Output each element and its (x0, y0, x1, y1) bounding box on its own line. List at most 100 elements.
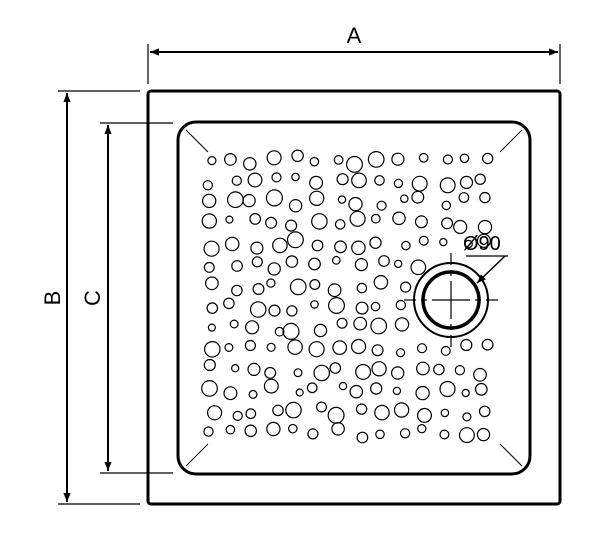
texture-bubble (370, 213, 381, 224)
texture-bubble (244, 339, 256, 352)
texture-bubble (272, 237, 288, 254)
texture-bubble (439, 177, 456, 194)
texture-bubble (267, 262, 281, 276)
texture-bubble (459, 153, 470, 164)
texture-bubble (396, 348, 406, 358)
texture-bubble (394, 259, 403, 269)
dimension-a-label: A (347, 23, 362, 48)
texture-bubble (265, 216, 278, 229)
texture-bubble (289, 278, 307, 296)
texture-bubble (453, 219, 468, 235)
texture-bubble (329, 362, 342, 374)
texture-bubble (462, 412, 472, 422)
texture-bubble (399, 194, 409, 204)
texture-bubble (204, 340, 221, 358)
texture-bubble (230, 364, 240, 373)
texture-bubble (464, 239, 473, 249)
texture-bubble (348, 196, 363, 212)
texture-bubble (474, 173, 486, 185)
texture-bubble (201, 193, 217, 209)
texture-bubble (370, 382, 383, 395)
texture-bubble (287, 339, 303, 355)
drain-diameter-label: Ø90 (463, 233, 501, 255)
dimension-b-label: B (40, 291, 65, 306)
texture-bubble (369, 236, 382, 249)
texture-bubble (351, 338, 367, 355)
texture-bubble (461, 388, 470, 398)
dimension-c (100, 122, 173, 474)
texture-bubble (231, 284, 243, 297)
texture-bubble (395, 299, 406, 311)
texture-bubble (288, 198, 303, 213)
texture-bubble (265, 189, 283, 207)
texture-bubble (417, 424, 427, 434)
texture-bubble (334, 240, 347, 254)
texture-bubble (313, 323, 328, 338)
texture-bubble (250, 241, 264, 255)
anti-slip-texture (201, 149, 494, 444)
texture-bubble (223, 386, 238, 401)
texture-bubble (367, 150, 385, 168)
texture-bubble (478, 405, 491, 418)
texture-bubble (224, 236, 240, 252)
texture-bubble (375, 429, 385, 440)
texture-bubble (293, 368, 303, 378)
texture-bubble (338, 381, 348, 391)
texture-bubble (460, 338, 473, 352)
texture-bubble (418, 235, 429, 246)
texture-bubble (308, 257, 321, 271)
texture-bubble (391, 366, 405, 380)
texture-bubble (328, 297, 346, 315)
texture-bubble (476, 427, 491, 442)
texture-bubble (458, 427, 475, 444)
texture-bubble (356, 431, 369, 444)
texture-bubble (295, 388, 304, 397)
texture-bubble (355, 363, 372, 380)
texture-bubble (399, 428, 411, 439)
texture-bubble (231, 260, 244, 272)
texture-bubble (376, 200, 387, 211)
texture-bubble (337, 195, 347, 204)
texture-bubble (349, 210, 366, 227)
texture-bubble (313, 364, 330, 382)
outer-tray-outline (146, 89, 562, 506)
texture-bubble (442, 154, 453, 165)
texture-bubble (203, 426, 214, 437)
texture-bubble (307, 428, 319, 440)
texture-bubble (287, 423, 298, 434)
texture-bubble (244, 424, 257, 438)
texture-bubble (263, 378, 279, 394)
texture-bubble (441, 200, 452, 211)
texture-bubble (309, 190, 325, 206)
texture-bubble (415, 385, 430, 401)
inner-basin-outline (176, 120, 532, 476)
texture-bubble (416, 343, 428, 354)
texture-bubble (439, 237, 448, 247)
texture-bubble (252, 283, 265, 296)
texture-bubble (266, 150, 282, 166)
texture-bubble (351, 240, 366, 256)
texture-bubble (440, 408, 450, 418)
texture-bubble (458, 192, 470, 203)
texture-bubble (202, 180, 213, 191)
texture-bubble (203, 261, 215, 273)
texture-bubble (226, 191, 244, 209)
drain (404, 253, 498, 347)
texture-bubble (243, 157, 257, 171)
texture-bubble (331, 421, 345, 436)
texture-bubble (232, 410, 243, 421)
texture-bubble (249, 212, 262, 225)
texture-bubble (248, 389, 258, 399)
dimension-a (147, 44, 561, 84)
texture-bubble (310, 300, 319, 309)
texture-bubble (286, 231, 304, 249)
texture-bubble (356, 282, 368, 294)
texture-bubble (201, 380, 218, 397)
texture-bubble (245, 408, 257, 420)
texture-bubble (411, 175, 428, 192)
texture-bubble (306, 382, 318, 394)
texture-bubble (393, 402, 410, 418)
texture-bubble (474, 382, 488, 396)
texture-bubble (354, 258, 368, 272)
texture-bubble (473, 367, 487, 382)
